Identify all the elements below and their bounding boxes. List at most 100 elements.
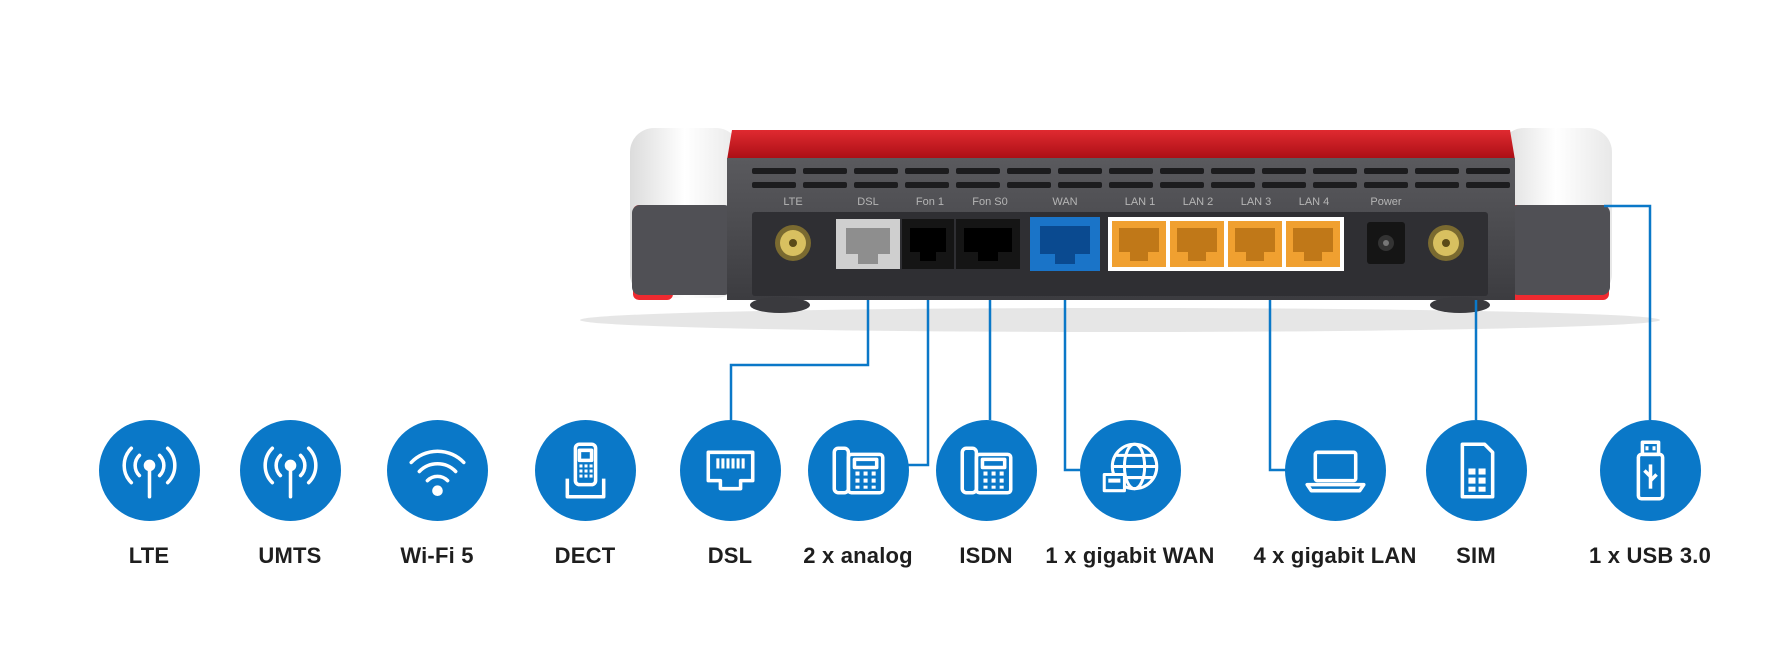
feature-wifi: Wi-Fi 5 bbox=[347, 420, 527, 569]
vent-slot bbox=[1313, 182, 1357, 188]
feature-dsl: DSL bbox=[640, 420, 820, 569]
feature-label-analog: 2 x analog bbox=[803, 543, 913, 568]
feature-lte: LTE bbox=[59, 420, 239, 569]
connector-analog bbox=[908, 300, 930, 467]
vent-slot bbox=[854, 168, 898, 174]
vent-slot bbox=[752, 182, 796, 188]
vent-slot bbox=[1058, 182, 1102, 188]
feature-wan: 1 x gigabit WAN bbox=[1040, 420, 1220, 569]
feature-label-lan: 4 x gigabit LAN bbox=[1253, 543, 1417, 568]
vent-slot bbox=[905, 168, 949, 174]
lan-port-1 bbox=[1112, 221, 1166, 267]
feature-label-sim: SIM bbox=[1456, 543, 1496, 568]
port-label-wan: WAN bbox=[1052, 196, 1077, 208]
desk-phone-icon bbox=[935, 420, 1037, 521]
vent-slot bbox=[1160, 168, 1204, 174]
laptop-icon bbox=[1284, 420, 1386, 521]
router-red-top bbox=[727, 130, 1515, 160]
wan-port bbox=[1030, 217, 1100, 271]
fons0-port bbox=[956, 219, 1020, 269]
feature-label-isdn: ISDN bbox=[959, 543, 1013, 568]
connector-lines bbox=[729, 204, 1652, 472]
router-foot-right bbox=[1430, 297, 1490, 313]
vent-slot bbox=[905, 182, 949, 188]
usb-stick-icon bbox=[1599, 420, 1701, 521]
cordless-phone-icon bbox=[534, 420, 636, 521]
lte-antenna-connector-right bbox=[1428, 225, 1464, 261]
vent-slot bbox=[1211, 182, 1255, 188]
vent-slot bbox=[1007, 182, 1051, 188]
port-label-fon1: Fon 1 bbox=[916, 196, 944, 208]
connector-lan bbox=[1268, 300, 1290, 472]
feature-label-umts: UMTS bbox=[258, 543, 322, 568]
vent-slot bbox=[1466, 168, 1510, 174]
port-label-lan1: LAN 1 bbox=[1125, 196, 1156, 208]
antenna-icon bbox=[239, 420, 341, 521]
feature-dect: DECT bbox=[495, 420, 675, 569]
lte-antenna-connector-left bbox=[775, 225, 811, 261]
connector-dsl bbox=[729, 300, 870, 420]
sim-card-icon bbox=[1425, 420, 1527, 521]
vent-slot bbox=[1466, 182, 1510, 188]
feature-analog: 2 x analog bbox=[768, 420, 948, 569]
feature-isdn: ISDN bbox=[896, 420, 1076, 569]
port-label-row: LTE DSL Fon 1 Fon S0 WAN LAN 1 LAN 2 LAN… bbox=[783, 196, 1402, 208]
antenna-icon bbox=[98, 420, 200, 521]
vent-slot bbox=[1364, 168, 1408, 174]
lan-port-4 bbox=[1286, 221, 1340, 267]
vent-slot bbox=[803, 168, 847, 174]
connector-usb bbox=[1604, 204, 1652, 420]
vent-slot bbox=[956, 168, 1000, 174]
desk-phone-icon bbox=[807, 420, 909, 521]
router-foot-left bbox=[750, 297, 810, 313]
vent-slot bbox=[1007, 168, 1051, 174]
lan-ports bbox=[1112, 221, 1340, 267]
feature-label-usb: 1 x USB 3.0 bbox=[1588, 543, 1712, 568]
vent-slot bbox=[1109, 168, 1153, 174]
port-label-fons0: Fon S0 bbox=[972, 196, 1007, 208]
vent-slot bbox=[1262, 182, 1306, 188]
feature-lan: 4 x gigabit LAN bbox=[1245, 420, 1425, 569]
vent-slot bbox=[752, 168, 796, 174]
lan-port-3 bbox=[1228, 221, 1282, 267]
feature-label-wifi: Wi-Fi 5 bbox=[400, 543, 474, 568]
feature-umts: UMTS bbox=[200, 420, 380, 569]
vent-slot bbox=[854, 182, 898, 188]
port-label-lan4: LAN 4 bbox=[1299, 196, 1330, 208]
feature-label-wan: 1 x gigabit WAN bbox=[1045, 543, 1215, 568]
feature-sim: SIM bbox=[1386, 420, 1566, 569]
router-vents bbox=[752, 168, 1510, 188]
port-label-lan3: LAN 3 bbox=[1241, 196, 1272, 208]
vent-slot bbox=[956, 182, 1000, 188]
feature-label-dsl: DSL bbox=[707, 543, 753, 568]
port-label-lan2: LAN 2 bbox=[1183, 196, 1214, 208]
vent-slot bbox=[1364, 182, 1408, 188]
router-shadow bbox=[580, 308, 1660, 332]
dsl-port-icon bbox=[679, 420, 781, 521]
power-jack bbox=[1367, 222, 1405, 264]
fon1-port bbox=[902, 219, 954, 269]
feature-usb: 1 x USB 3.0 bbox=[1560, 420, 1740, 569]
port-label-power: Power bbox=[1370, 196, 1402, 208]
vent-slot bbox=[1415, 168, 1459, 174]
lan-port-2 bbox=[1170, 221, 1224, 267]
vent-slot bbox=[1313, 168, 1357, 174]
port-label-lte: LTE bbox=[783, 196, 802, 208]
vent-slot bbox=[1109, 182, 1153, 188]
feature-label-lte: LTE bbox=[128, 543, 170, 568]
wifi-icon bbox=[386, 420, 488, 521]
feature-label-dect: DECT bbox=[554, 543, 616, 568]
dsl-port bbox=[836, 219, 900, 269]
router-left-side bbox=[632, 205, 732, 295]
vent-slot bbox=[1058, 168, 1102, 174]
vent-slot bbox=[803, 182, 847, 188]
router-right-side bbox=[1510, 205, 1610, 295]
port-label-dsl: DSL bbox=[857, 196, 878, 208]
vent-slot bbox=[1415, 182, 1459, 188]
globe-port-icon bbox=[1079, 420, 1181, 521]
vent-slot bbox=[1211, 168, 1255, 174]
vent-slot bbox=[1160, 182, 1204, 188]
vent-slot bbox=[1262, 168, 1306, 174]
